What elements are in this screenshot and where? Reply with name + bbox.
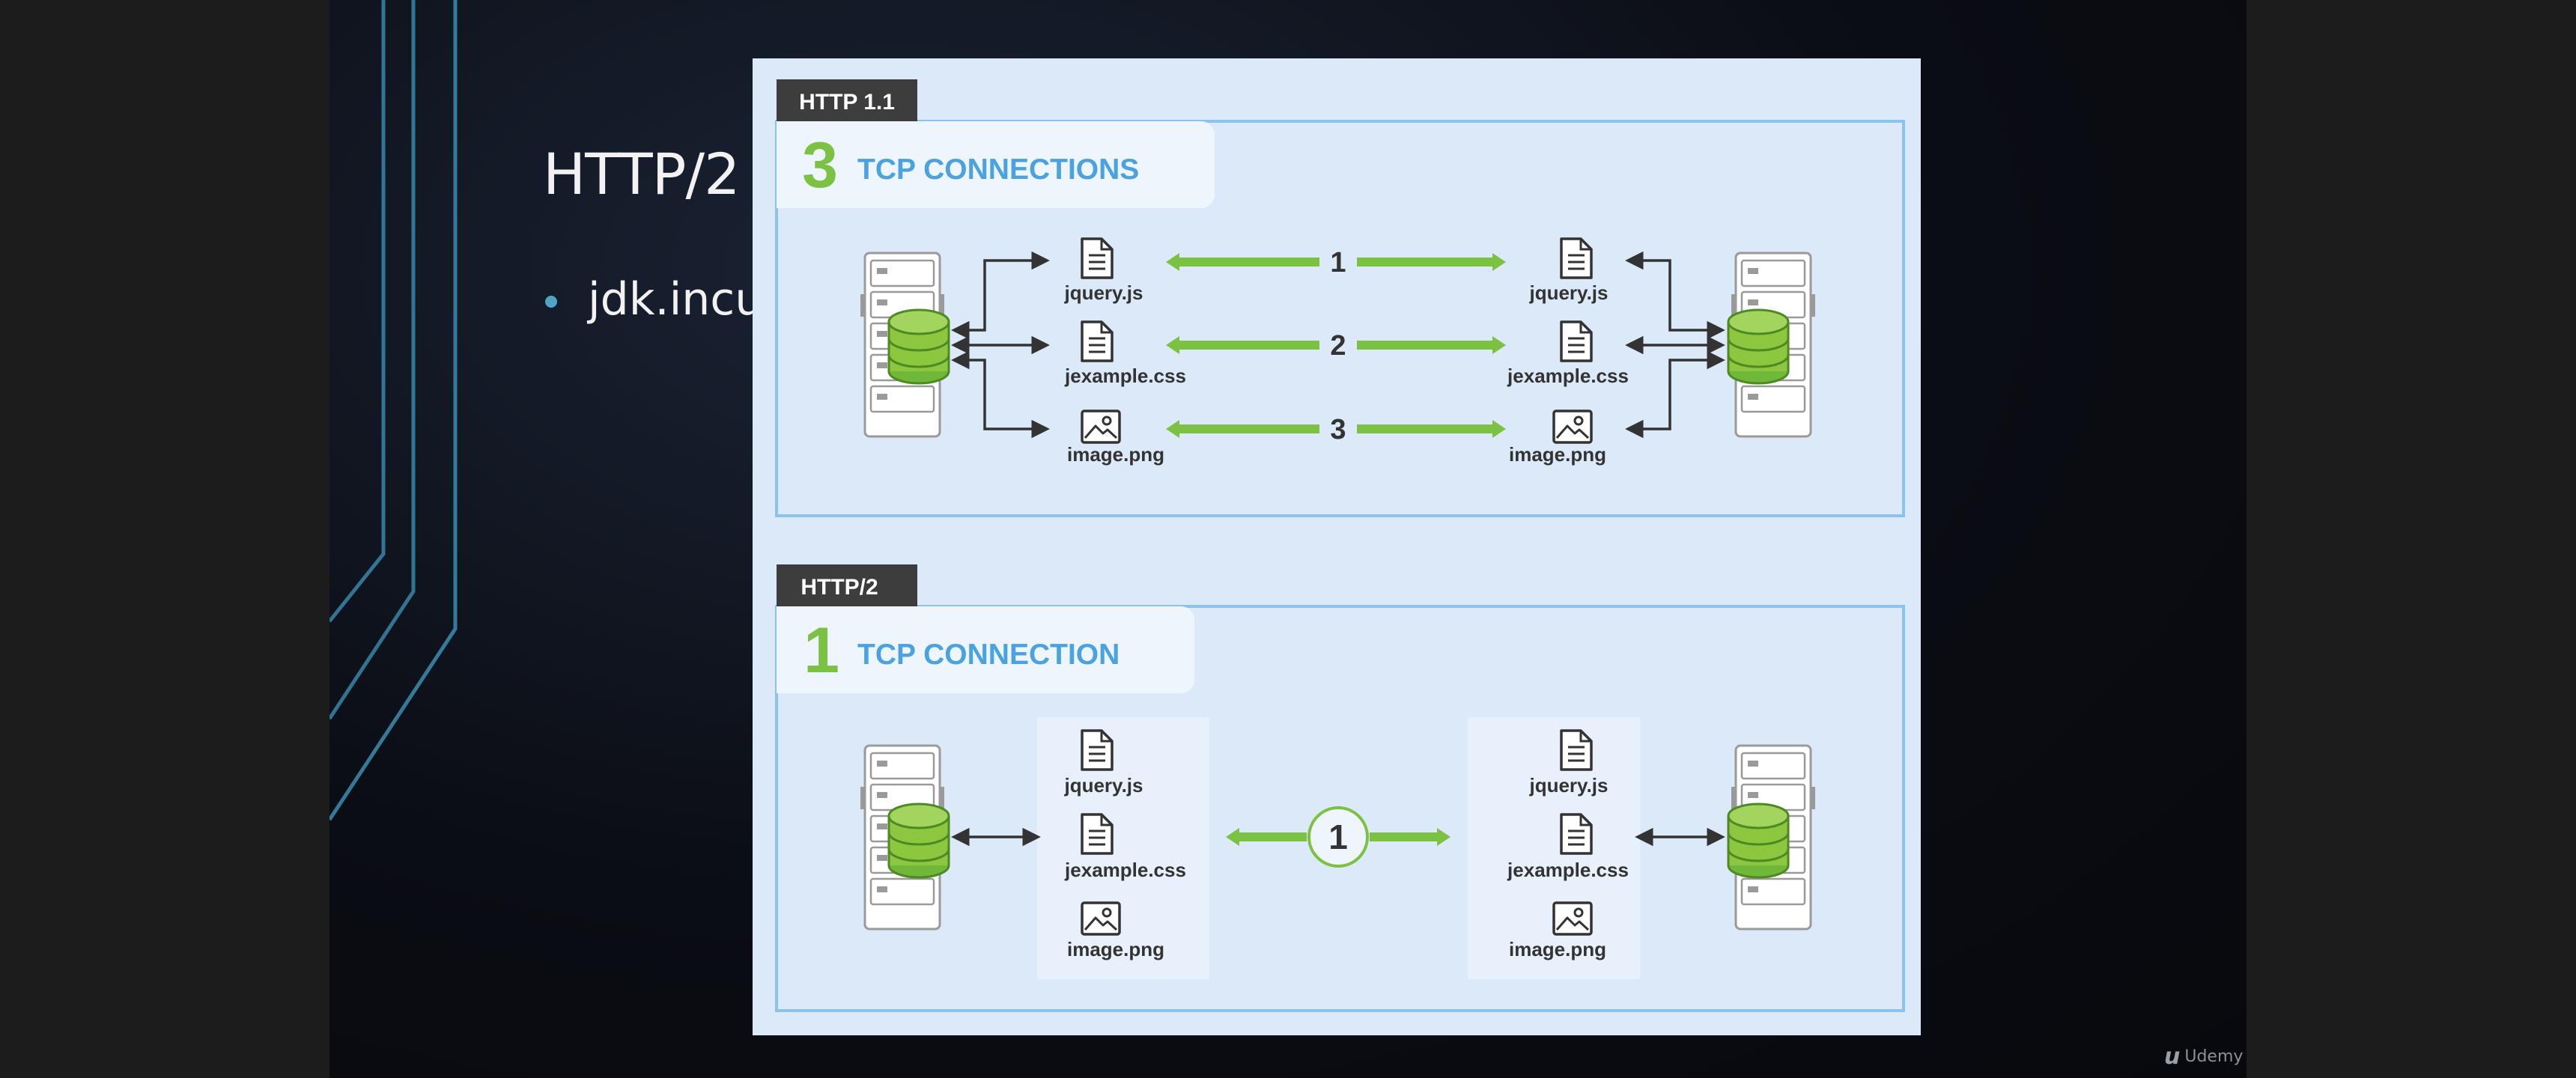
http2-left-file-3: image.png: [1067, 938, 1164, 960]
document-icon: [1081, 320, 1114, 362]
http2-right-bundle: [1468, 717, 1640, 979]
document-icon: [1081, 729, 1114, 771]
decorative-lines: [329, 0, 458, 821]
http11-left-file-2: jexample.css: [1064, 365, 1186, 387]
document-icon: [1560, 237, 1593, 279]
letterbox-left: [0, 0, 329, 1078]
bullet-dot: [545, 296, 557, 308]
http2-header-tab: [777, 606, 1194, 693]
image-icon: [1081, 901, 1121, 936]
http11-connection-1: 1: [1330, 247, 1346, 278]
http2-left-bundle: [1037, 717, 1209, 979]
database-icon: [1727, 803, 1790, 879]
document-icon: [1081, 237, 1114, 279]
database-icon: [887, 308, 950, 385]
http11-right-file-3: image.png: [1509, 443, 1606, 466]
database-icon: [887, 803, 950, 879]
double-arrow-icon: 2: [1166, 330, 1506, 362]
udemy-brand-text: Udemy: [2184, 1047, 2244, 1066]
document-icon: [1560, 729, 1593, 771]
http2-right-file-3: image.png: [1509, 938, 1606, 960]
slide-bullet-text: jdk.incu: [588, 273, 764, 326]
database-icon: [1727, 308, 1790, 385]
image-icon: [1552, 409, 1593, 444]
http11-badge: [777, 79, 917, 121]
document-icon: [1560, 320, 1593, 362]
udemy-logo-icon: u: [2164, 1044, 2181, 1070]
http2-right-file-1: jquery.js: [1528, 774, 1608, 797]
image-icon: [1552, 901, 1593, 936]
http11-connection-3: 3: [1330, 414, 1346, 445]
http11-right-file-1: jquery.js: [1528, 281, 1608, 304]
http2-badge: [777, 564, 917, 606]
slide-title: HTTP/2: [543, 141, 740, 207]
http11-left-file-3: image.png: [1067, 443, 1164, 466]
image-icon: [1081, 409, 1121, 444]
http11-left-file-1: jquery.js: [1063, 281, 1143, 304]
http11-connections-label: TCP CONNECTIONS: [857, 153, 1139, 186]
http2-left-file-1: jquery.js: [1063, 774, 1143, 797]
http2-right-file-2: jexample.css: [1507, 859, 1629, 881]
http11-connection-2: 2: [1330, 330, 1346, 362]
http11-right-file-2: jexample.css: [1507, 365, 1629, 387]
http11-badge-label: HTTP 1.1: [799, 90, 895, 115]
http2-connections-label: TCP CONNECTION: [857, 639, 1120, 671]
letterbox-right: [2247, 0, 2576, 1078]
http11-header-tab: [777, 121, 1215, 208]
http2-count: 1: [804, 615, 839, 686]
http11-count: 3: [802, 130, 838, 201]
double-arrow-icon: 1: [1166, 247, 1506, 278]
http2-connection-1: 1: [1328, 817, 1348, 856]
http-comparison-diagram: HTTP 1.1 3 TCP CONNECTIONS jquery.js jex…: [753, 58, 1921, 1035]
double-arrow-icon: 1: [1226, 806, 1450, 868]
udemy-watermark: u Udemy: [2164, 1044, 2243, 1070]
http2-left-file-2: jexample.css: [1064, 859, 1186, 881]
double-arrow-icon: 3: [1166, 414, 1506, 445]
http2-badge-label: HTTP/2: [801, 575, 878, 600]
document-icon: [1560, 813, 1593, 855]
document-icon: [1081, 813, 1114, 855]
